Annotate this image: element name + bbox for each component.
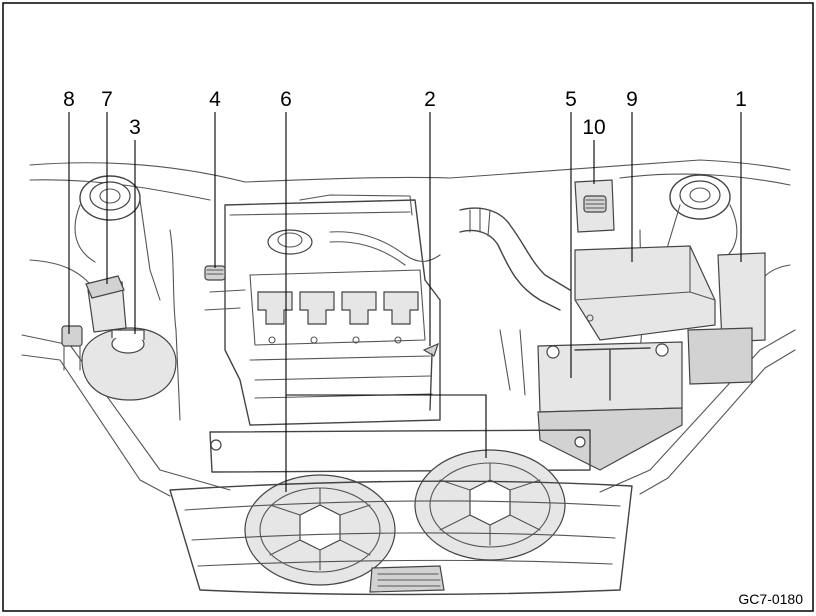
callout-6: 6 xyxy=(280,88,292,111)
oil-dipstick xyxy=(422,342,439,411)
callout-2: 2 xyxy=(424,88,436,111)
callout-1: 1 xyxy=(735,88,747,111)
figure-code: GC7-0180 xyxy=(738,591,803,607)
callout-3: 3 xyxy=(129,116,141,139)
radiator-support xyxy=(209,429,591,473)
fuse-box xyxy=(687,252,766,385)
power-steering-reservoir xyxy=(61,325,83,371)
ignition-coils xyxy=(257,291,419,344)
air-cleaner-box xyxy=(574,245,716,341)
callout-10: 10 xyxy=(582,116,605,139)
washer-fluid-reservoir xyxy=(85,275,127,333)
callout-5: 5 xyxy=(565,88,577,111)
air-intake-duct xyxy=(459,207,571,396)
callout-9: 9 xyxy=(626,88,638,111)
callout-8: 8 xyxy=(63,88,75,111)
callout-labels: 8 7 3 4 6 2 5 10 9 1 xyxy=(63,88,747,139)
oil-filler-cap xyxy=(204,265,226,281)
brake-fluid-reservoir xyxy=(574,179,615,233)
radiator-fan-left xyxy=(244,474,396,586)
coolant-reservoir xyxy=(81,327,177,401)
battery xyxy=(537,341,683,471)
callout-leaders xyxy=(68,112,742,492)
strut-tower-left xyxy=(74,175,141,263)
callout-7: 7 xyxy=(101,88,113,111)
callout-4: 4 xyxy=(209,88,221,111)
front-grille xyxy=(169,480,633,596)
strut-tower-right xyxy=(669,174,738,263)
radiator-fan-right xyxy=(414,449,566,561)
